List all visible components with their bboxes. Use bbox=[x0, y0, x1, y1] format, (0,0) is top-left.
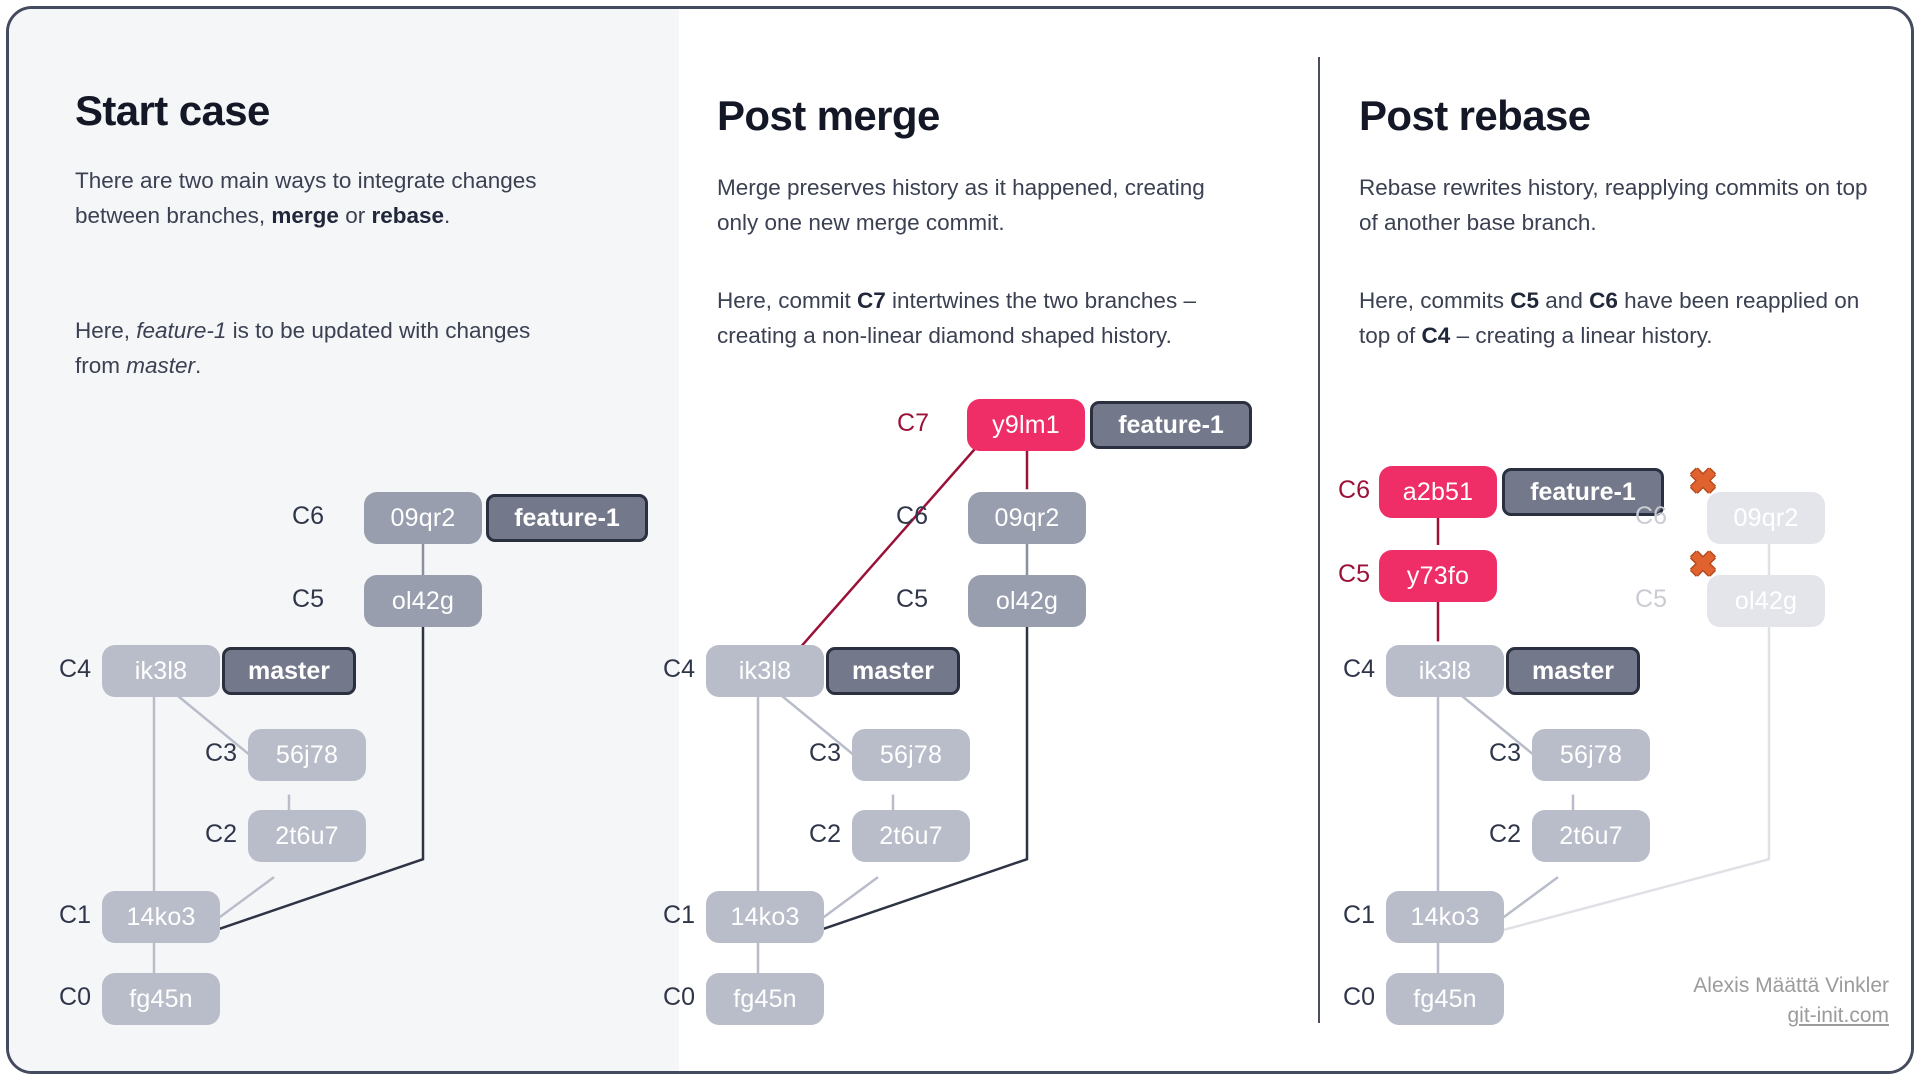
commit-tag-c6-new: C6 bbox=[1338, 476, 1370, 504]
commit-node-c1[interactable]: 14ko3 bbox=[1386, 891, 1504, 943]
panel-paragraph-2: Here, commit C7 intertwines the two bran… bbox=[717, 288, 1196, 348]
commit-tag-c5-new: C5 bbox=[1338, 560, 1370, 588]
commit-node-c5[interactable]: ol42g bbox=[968, 575, 1086, 627]
credit-block: Alexis Määttä Vinkler git-init.com bbox=[1569, 971, 1889, 1032]
panel-title-start-case: Start case bbox=[75, 87, 270, 134]
graph-post-merge: C7 y9lm1 feature-1 C6 09qr2 C5 ol42g C4 … bbox=[663, 9, 1319, 1071]
commit-node-c2[interactable]: 2t6u7 bbox=[852, 810, 970, 862]
panel-start-case: Start case There are two main ways to in… bbox=[9, 9, 679, 1071]
commit-tag-c6-dropped: C6 bbox=[1635, 502, 1667, 530]
commit-node-c5-dropped[interactable]: ol42g bbox=[1707, 575, 1825, 627]
commit-tag-c1: C1 bbox=[1343, 901, 1375, 929]
panel-title-post-merge: Post merge bbox=[717, 92, 940, 139]
branch-label-master[interactable]: master bbox=[826, 647, 960, 695]
commit-node-c3[interactable]: 56j78 bbox=[248, 729, 366, 781]
commit-tag-c3: C3 bbox=[809, 739, 841, 767]
commit-node-c3[interactable]: 56j78 bbox=[852, 729, 970, 781]
credit-site-link[interactable]: git-init.com bbox=[1787, 1004, 1889, 1028]
commit-node-c4[interactable]: ik3l8 bbox=[1386, 645, 1504, 697]
commit-tag-c2: C2 bbox=[205, 820, 237, 848]
commit-tag-c5: C5 bbox=[292, 585, 324, 613]
panel-title-post-rebase: Post rebase bbox=[1359, 92, 1591, 139]
credit-author: Alexis Määttä Vinkler bbox=[1693, 974, 1889, 997]
panel-paragraph-1: There are two main ways to integrate cha… bbox=[75, 168, 537, 228]
commit-node-c0[interactable]: fg45n bbox=[706, 973, 824, 1025]
commit-node-c3[interactable]: 56j78 bbox=[1532, 729, 1650, 781]
commit-node-c2[interactable]: 2t6u7 bbox=[1532, 810, 1650, 862]
commit-tag-c7: C7 bbox=[897, 409, 929, 437]
commit-tag-c0: C0 bbox=[1343, 983, 1375, 1011]
commit-tag-c3: C3 bbox=[1489, 739, 1521, 767]
commit-node-c1[interactable]: 14ko3 bbox=[706, 891, 824, 943]
dropped-commit-x-icon-c6: ✖ bbox=[1688, 463, 1718, 501]
commit-node-c6[interactable]: 09qr2 bbox=[364, 492, 482, 544]
commit-tag-c5: C5 bbox=[896, 585, 928, 613]
commit-node-c5-new[interactable]: y73fo bbox=[1379, 550, 1497, 602]
branch-label-feature-1[interactable]: feature-1 bbox=[486, 494, 648, 542]
branch-label-master[interactable]: master bbox=[1506, 647, 1640, 695]
commit-node-c0[interactable]: fg45n bbox=[1386, 973, 1504, 1025]
commit-node-c6[interactable]: 09qr2 bbox=[968, 492, 1086, 544]
commit-tag-c4: C4 bbox=[59, 655, 91, 683]
branch-label-master[interactable]: master bbox=[222, 647, 356, 695]
commit-tag-c5-dropped: C5 bbox=[1635, 585, 1667, 613]
panel-paragraph-2: Here, feature-1 is to be updated with ch… bbox=[75, 318, 531, 378]
commit-node-c6-new[interactable]: a2b51 bbox=[1379, 466, 1497, 518]
graph-start-case: C6 09qr2 feature-1 C5 ol42g C4 ik3l8 mas… bbox=[9, 9, 679, 1071]
commit-node-c4[interactable]: ik3l8 bbox=[706, 645, 824, 697]
commit-tag-c2: C2 bbox=[809, 820, 841, 848]
commit-node-c6-dropped[interactable]: 09qr2 bbox=[1707, 492, 1825, 544]
dropped-commit-x-icon-c5: ✖ bbox=[1688, 546, 1718, 584]
commit-node-c4[interactable]: ik3l8 bbox=[102, 645, 220, 697]
commit-node-c1[interactable]: 14ko3 bbox=[102, 891, 220, 943]
panel-post-rebase: Post rebase Rebase rewrites history, rea… bbox=[1319, 9, 1911, 1071]
commit-tag-c6: C6 bbox=[292, 502, 324, 530]
panel-post-merge: Post merge Merge preserves history as it… bbox=[663, 9, 1319, 1071]
branch-label-feature-1[interactable]: feature-1 bbox=[1502, 468, 1664, 516]
branch-label-feature-1[interactable]: feature-1 bbox=[1090, 401, 1252, 449]
commit-tag-c3: C3 bbox=[205, 739, 237, 767]
graph-post-rebase: C6 a2b51 feature-1 C5 y73fo C6 09qr2 ✖ C… bbox=[1319, 9, 1911, 1071]
panel-paragraph-2: Here, commits C5 and C6 have been reappl… bbox=[1359, 288, 1860, 348]
commit-tag-c2: C2 bbox=[1489, 820, 1521, 848]
commit-tag-c1: C1 bbox=[663, 901, 695, 929]
commit-node-c0[interactable]: fg45n bbox=[102, 973, 220, 1025]
panel-paragraph-1: Rebase rewrites history, reapplying comm… bbox=[1359, 175, 1868, 235]
commit-tag-c4: C4 bbox=[1343, 655, 1375, 683]
panel-paragraph-1: Merge preserves history as it happened, … bbox=[717, 175, 1205, 235]
commit-tag-c4: C4 bbox=[663, 655, 695, 683]
commit-node-c7[interactable]: y9lm1 bbox=[967, 399, 1085, 451]
commit-tag-c6: C6 bbox=[896, 502, 928, 530]
commit-tag-c1: C1 bbox=[59, 901, 91, 929]
panel-divider-2 bbox=[1318, 57, 1320, 1023]
commit-node-c2[interactable]: 2t6u7 bbox=[248, 810, 366, 862]
commit-tag-c0: C0 bbox=[59, 983, 91, 1011]
diagram-card: Start case There are two main ways to in… bbox=[6, 6, 1914, 1074]
commit-tag-c0: C0 bbox=[663, 983, 695, 1011]
commit-node-c5[interactable]: ol42g bbox=[364, 575, 482, 627]
